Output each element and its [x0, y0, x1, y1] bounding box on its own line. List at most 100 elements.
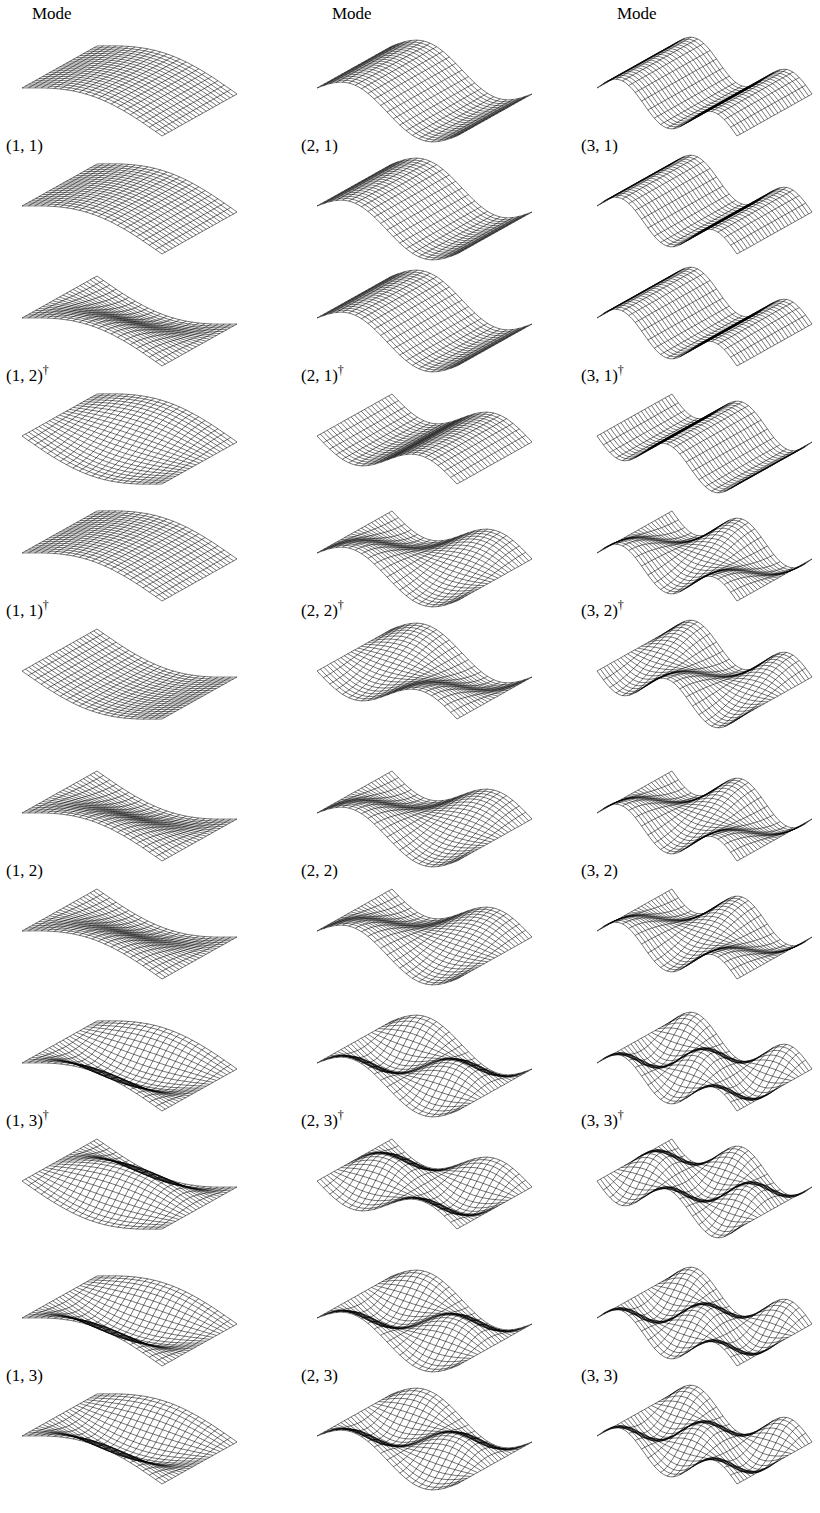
mesh-line	[368, 54, 508, 114]
mesh-line	[97, 1021, 237, 1069]
mesh-line	[92, 54, 167, 96]
mesh-line	[621, 1167, 761, 1216]
mesh-line	[385, 1276, 525, 1331]
mesh-line	[597, 1427, 737, 1484]
mesh-line	[80, 1286, 220, 1334]
mesh-line	[597, 1309, 737, 1366]
mode-label: (2, 2)†	[299, 601, 346, 621]
mesh-line	[365, 285, 505, 345]
mesh-line	[162, 1069, 237, 1111]
dagger-mark: †	[43, 598, 49, 612]
mesh-line	[378, 48, 518, 108]
mesh-line	[162, 442, 237, 484]
mesh-line	[635, 650, 775, 698]
mesh-line	[143, 677, 218, 719]
column-header: Mode	[615, 4, 659, 24]
mesh-line	[438, 330, 513, 372]
mesh-line	[156, 208, 231, 250]
plate-mesh	[317, 394, 532, 484]
mesh-line	[419, 413, 494, 455]
mesh-line	[143, 429, 218, 484]
mode-label: (2, 2)	[299, 861, 340, 881]
mesh-line	[673, 901, 748, 972]
mesh-line	[53, 536, 193, 584]
plate-mesh	[597, 511, 812, 601]
mesh-line	[618, 538, 758, 590]
mesh-line	[105, 59, 180, 101]
mesh-line	[49, 538, 189, 586]
mesh-line	[53, 71, 193, 119]
mesh-line	[361, 1411, 501, 1459]
mesh-line	[66, 63, 206, 111]
mesh-line	[673, 523, 748, 594]
plate-mesh	[22, 1139, 237, 1229]
mesh-line	[607, 665, 747, 720]
mesh-line	[686, 1311, 761, 1353]
mesh-line	[53, 654, 193, 702]
mesh-line	[49, 656, 189, 704]
mesh-line	[406, 319, 481, 361]
mesh-line	[90, 633, 230, 681]
mesh-line	[53, 1164, 193, 1212]
mesh-line	[680, 789, 755, 852]
mesh-line	[92, 172, 167, 214]
mesh-line	[389, 160, 529, 220]
mesh-line	[118, 1295, 193, 1345]
mesh-line	[79, 1025, 154, 1078]
mesh-line	[382, 400, 522, 448]
mesh-line	[63, 648, 203, 696]
mesh-line	[143, 546, 218, 588]
plate-mesh	[597, 1012, 812, 1111]
mesh-line	[344, 67, 484, 127]
mesh-line	[156, 1320, 231, 1362]
mode-number: (1, 2)	[6, 861, 43, 880]
mesh-line	[672, 267, 812, 324]
mesh-line	[365, 55, 505, 115]
mesh-line	[658, 1147, 798, 1196]
mesh-line	[43, 541, 183, 589]
mesh-line	[358, 59, 498, 119]
mesh-line	[382, 276, 522, 336]
mesh-line	[419, 327, 494, 369]
mesh-line	[648, 1407, 788, 1456]
mesh-line	[387, 653, 462, 695]
mesh-line	[392, 1139, 532, 1187]
mesh-line	[90, 1280, 230, 1328]
mesh-line	[143, 1429, 218, 1471]
mesh-line	[66, 1156, 206, 1204]
mesh-line	[36, 1428, 176, 1476]
mesh-line	[25, 434, 165, 482]
mesh-line	[686, 915, 761, 966]
mesh-line	[365, 1036, 505, 1084]
mesh-line	[432, 536, 507, 607]
mesh-line	[457, 1187, 532, 1229]
mesh-line	[156, 677, 231, 719]
mesh-line	[365, 1291, 505, 1339]
mesh-line	[611, 917, 751, 972]
mesh-line	[669, 157, 809, 214]
mesh-line	[365, 1409, 505, 1457]
mesh-line	[611, 799, 751, 854]
mesh-line	[457, 212, 532, 254]
mesh-line	[669, 269, 809, 326]
mesh-line	[737, 1069, 812, 1111]
mesh-line	[77, 1151, 217, 1199]
mesh-line	[73, 902, 213, 950]
plate-mesh	[22, 629, 237, 719]
mesh-line	[611, 190, 751, 247]
plate-mesh	[597, 37, 812, 136]
mesh-line	[137, 324, 212, 349]
mode-label: (3, 3)†	[579, 1111, 626, 1131]
mesh-line	[361, 646, 501, 694]
mesh-line	[655, 1404, 795, 1452]
dagger-mark: †	[43, 363, 49, 377]
mesh-line	[80, 899, 220, 947]
mesh-line	[406, 89, 481, 131]
mesh-line	[618, 660, 758, 712]
mesh-line	[724, 196, 799, 238]
mesh-line	[368, 1407, 508, 1455]
mesh-line	[73, 407, 213, 455]
mesh-line	[60, 792, 200, 840]
mesh-line	[680, 529, 755, 592]
